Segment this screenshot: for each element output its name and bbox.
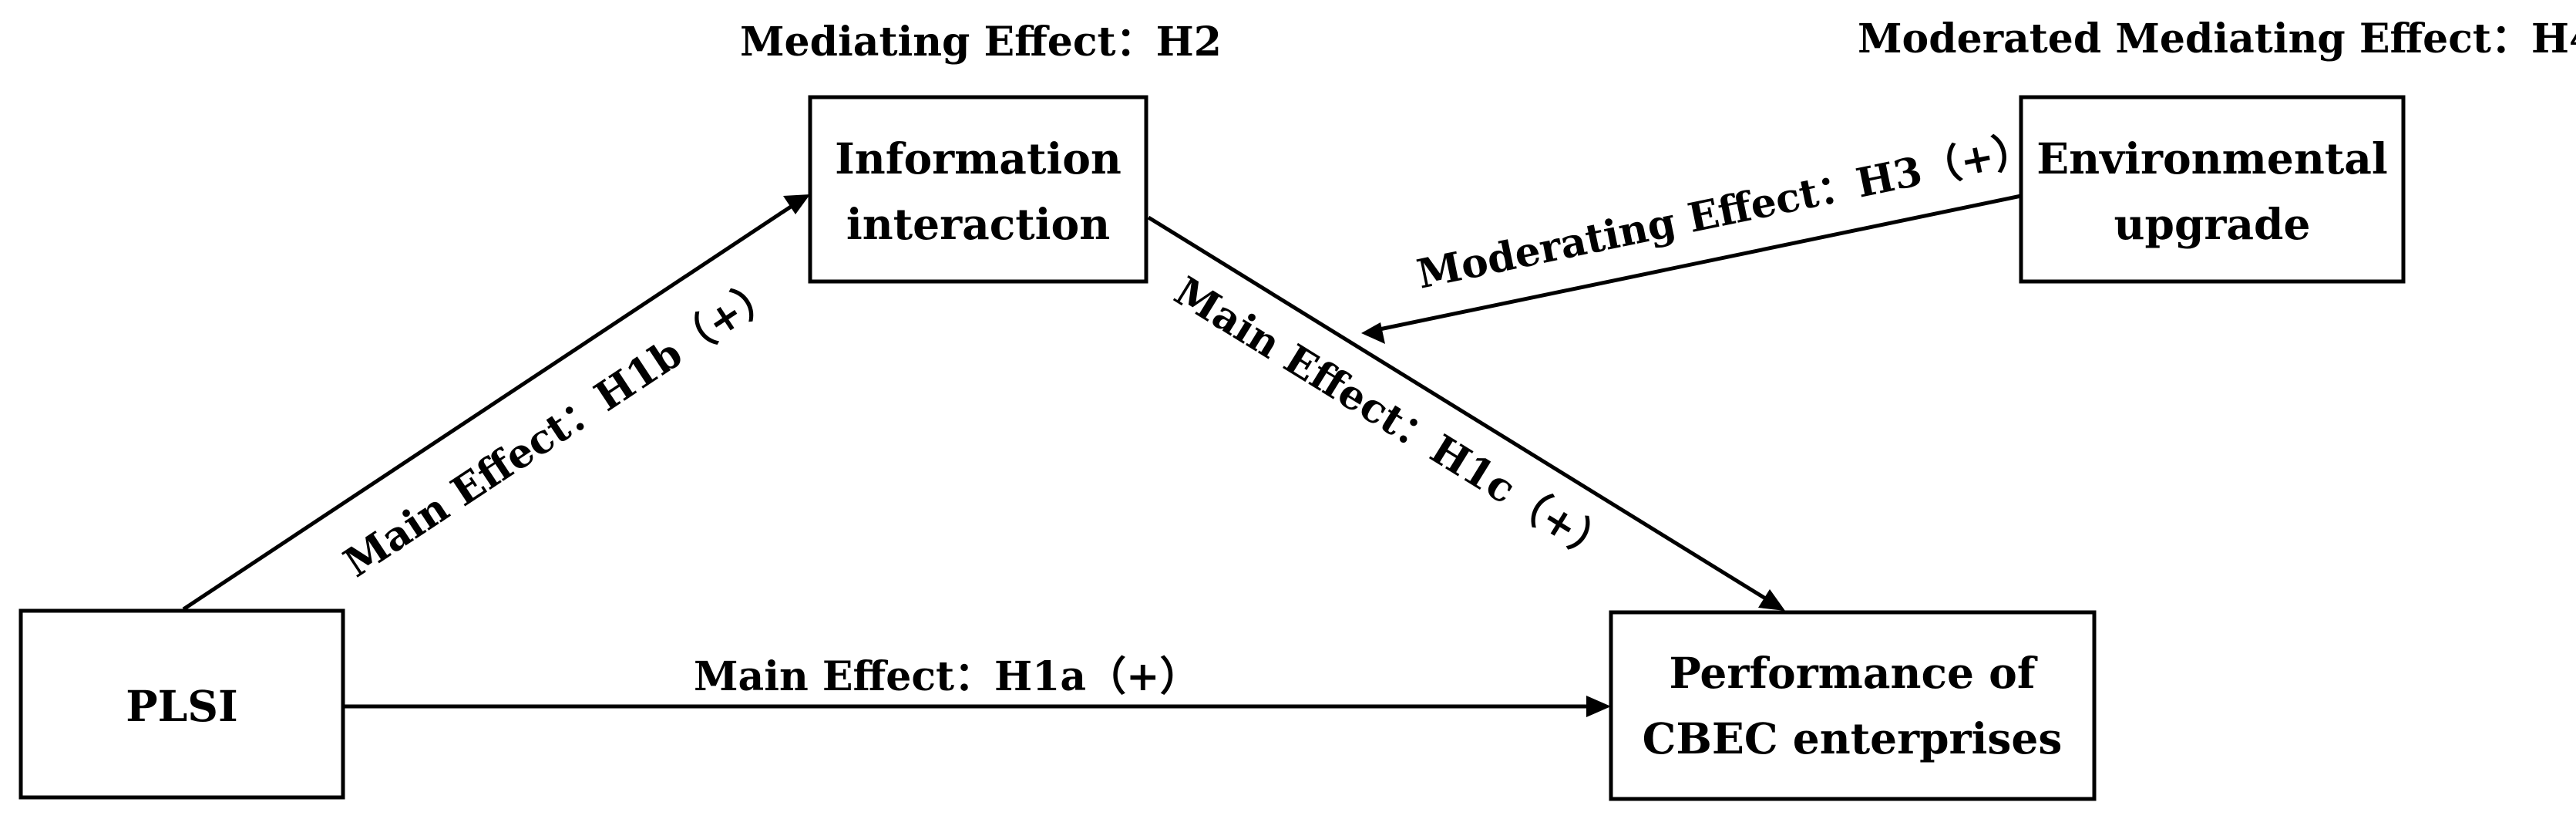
moderated-mediating-effect-label: Moderated Mediating Effect：H4 (1858, 15, 2576, 62)
node-information-interaction: Information interaction (808, 95, 1148, 284)
node-performance-cbec: Performance of CBEC enterprises (1609, 610, 2097, 801)
node-information-interaction-label-line1: Information (835, 133, 1122, 184)
node-environmental-upgrade-label-line1: Environmental (2036, 133, 2388, 184)
node-performance-cbec-box (1609, 610, 2097, 801)
edge-h1c-arrowhead (1758, 589, 1785, 611)
node-environmental-upgrade-label-line2: upgrade (2114, 199, 2311, 249)
node-plsi: PLSI (18, 608, 345, 800)
edge-h1a-label: Main Effect：H1a（+） (694, 653, 1200, 700)
node-performance-cbec-label-line1: Performance of (1670, 648, 2038, 698)
edge-h3 (1375, 194, 2022, 332)
node-performance-cbec-label-line2: CBEC enterprises (1643, 713, 2063, 763)
node-environmental-upgrade-box (2019, 95, 2406, 284)
edge-h1a-arrowhead (1586, 696, 1611, 717)
node-plsi-label: PLSI (126, 681, 237, 731)
edge-h1b-arrowhead (783, 194, 810, 214)
edge-h1b (182, 200, 799, 612)
edge-h1c (1147, 215, 1774, 605)
node-information-interaction-box (808, 95, 1148, 284)
node-environmental-upgrade: Environmental upgrade (2019, 95, 2406, 284)
node-plsi-box (18, 608, 345, 800)
edge-h3-arrowhead (1361, 322, 1385, 344)
mediating-effect-label: Mediating Effect：H2 (740, 19, 1222, 66)
node-information-interaction-label-line2: interaction (846, 199, 1110, 249)
edge-h1c-label: Main Effect：H1c（+） (1166, 268, 1620, 573)
edge-h1b-label: Main Effect：H1b（+） (336, 267, 785, 587)
